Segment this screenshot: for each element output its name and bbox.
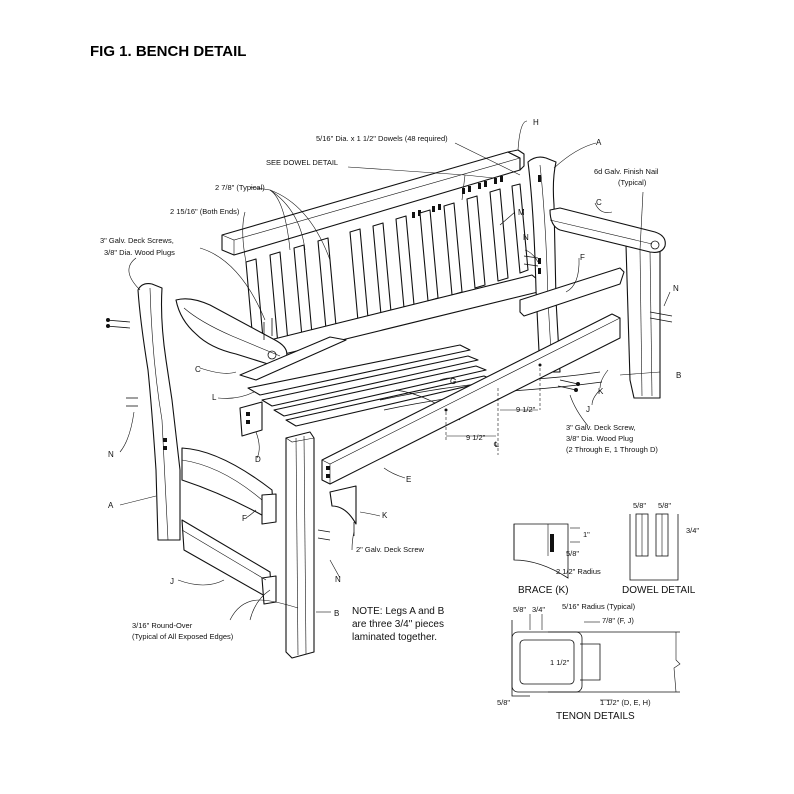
stretcher-j-left — [181, 519, 277, 605]
rear-leg-a-left — [137, 283, 181, 541]
part-label-b-left: B — [334, 609, 339, 618]
part-label-b-right: B — [676, 371, 681, 380]
finish-nail-callout-line2: (Typical) — [618, 178, 647, 187]
part-label-e: E — [406, 475, 411, 484]
screw-plug-callout-line2: 3/8" Dia. Wood Plug — [566, 434, 633, 443]
brace-k — [329, 485, 357, 525]
brace-1in-dim: 1" — [583, 530, 590, 539]
part-label-k-left: K — [382, 511, 388, 520]
front-leg-b-right — [625, 244, 661, 399]
finish-nail-callout-line1: 6d Galv. Finish Nail — [594, 167, 659, 176]
seat-slats-l — [239, 336, 495, 427]
stretcher-f-left — [181, 447, 277, 525]
part-label-n-right: N — [673, 284, 679, 293]
tenon-3-4-dim: 3/4" — [532, 605, 545, 614]
part-label-a-left: A — [108, 501, 114, 510]
tenon-7-8-dim: 7/8" (F, J) — [602, 616, 634, 625]
brace-detail-caption: BRACE (K) — [518, 585, 569, 596]
stretcher-f-right — [519, 267, 625, 317]
screw-plug-callout-line3: (2 Through E, 1 Through D) — [566, 445, 658, 454]
dowel-5-8-dim-right: 5/8" — [658, 501, 671, 510]
dowels-callout: 5/16" Dia. x 1 1/2" Dowels (48 required) — [316, 134, 448, 143]
part-label-d: D — [255, 455, 261, 464]
deck-screws-callout-line2: 3/8" Dia. Wood Plugs — [104, 248, 175, 257]
lamination-note: NOTE: Legs A and B are three 3/4" pieces… — [352, 606, 445, 643]
part-labels: H A C M N F N B K J G C L D E N A F K J … — [108, 118, 681, 618]
part-label-l: L — [212, 393, 217, 402]
part-label-c-left: C — [195, 365, 201, 374]
dimension-9-half-left: 9 1/2" — [466, 433, 486, 442]
dimension-9-half-right: 9 1/2" — [516, 405, 536, 414]
part-label-h: H — [533, 118, 539, 127]
part-label-c-right: C — [596, 198, 602, 207]
tenon-5-8-dim-top: 5/8" — [513, 605, 526, 614]
note-line3: laminated together. — [352, 632, 437, 643]
leader-lines — [119, 120, 671, 621]
dowel-5-8-dim-left: 5/8" — [633, 501, 646, 510]
part-label-g: G — [450, 377, 456, 386]
part-label-k-right: K — [598, 387, 604, 396]
part-label-j-right: J — [586, 405, 590, 414]
dowel-3-4-dim: 3/4" — [686, 526, 699, 535]
front-rail-d — [239, 401, 263, 437]
part-label-n-back: N — [523, 233, 529, 242]
brace-detail: 1" 5/8" 2 1/2" Radius BRACE (K) — [513, 523, 601, 596]
roundover-callout-line1: 3/16" Round-Over — [132, 621, 193, 630]
part-label-m: M — [518, 208, 525, 217]
screw-plug-callout-line1: 3" Galv. Deck Screw, — [566, 423, 636, 432]
part-label-n-bottom: N — [335, 575, 341, 584]
note-line1: NOTE: Legs A and B — [352, 606, 445, 617]
armrest-c-left — [175, 298, 288, 365]
backrest — [221, 149, 539, 359]
tenon-detail: 5/8" 3/4" 5/16" Radius (Typical) 7/8" (F… — [497, 602, 681, 722]
part-label-n-left: N — [108, 450, 114, 459]
typical-dimension-callout: 2 7/8" (Typical) — [215, 183, 265, 192]
callout-labels: 5/16" Dia. x 1 1/2" Dowels (48 required)… — [100, 134, 659, 641]
part-label-j-left: J — [170, 577, 174, 586]
front-leg-b-left — [285, 431, 315, 659]
deck-screw-2in-callout: 2" Galv. Deck Screw — [356, 545, 425, 554]
dowel-detail: 5/8" 5/8" 3/4" DOWEL DETAIL — [622, 501, 699, 596]
tenon-1-1-2-deh-dim: 1 1/2" (D, E, H) — [600, 698, 651, 707]
part-label-f-right: F — [580, 253, 585, 262]
brace-radius-dim: 2 1/2" Radius — [556, 567, 601, 576]
tenon-radius-dim: 5/16" Radius (Typical) — [562, 602, 636, 611]
armrest-c-right — [549, 207, 666, 253]
tenon-detail-caption: TENON DETAILS — [556, 711, 635, 722]
figure-title: FIG 1. BENCH DETAIL — [90, 43, 246, 60]
deck-screws-callout-line1: 3" Galv. Deck Screws, — [100, 236, 174, 245]
tenon-1-half-dim: 1 1/2" — [550, 658, 570, 667]
center-mark: ℄ — [493, 440, 500, 449]
center-dimensions — [445, 368, 541, 455]
screws — [105, 255, 673, 541]
part-label-f-left: F — [242, 514, 247, 523]
tenon-5-8-dim-bottom: 5/8" — [497, 698, 510, 707]
note-line2: are three 3/4" pieces — [352, 619, 444, 630]
front-rail-e — [321, 313, 621, 485]
dowel-detail-caption: DOWEL DETAIL — [622, 585, 696, 596]
see-dowel-detail-callout: SEE DOWEL DETAIL — [266, 158, 338, 167]
rear-leg-a-right — [527, 156, 561, 373]
roundover-callout-line2: (Typical of All Exposed Edges) — [132, 632, 234, 641]
brace-5-8-dim: 5/8" — [566, 549, 579, 558]
part-label-a-top: A — [596, 138, 602, 147]
both-ends-callout: 2 15/16" (Both Ends) — [170, 207, 240, 216]
